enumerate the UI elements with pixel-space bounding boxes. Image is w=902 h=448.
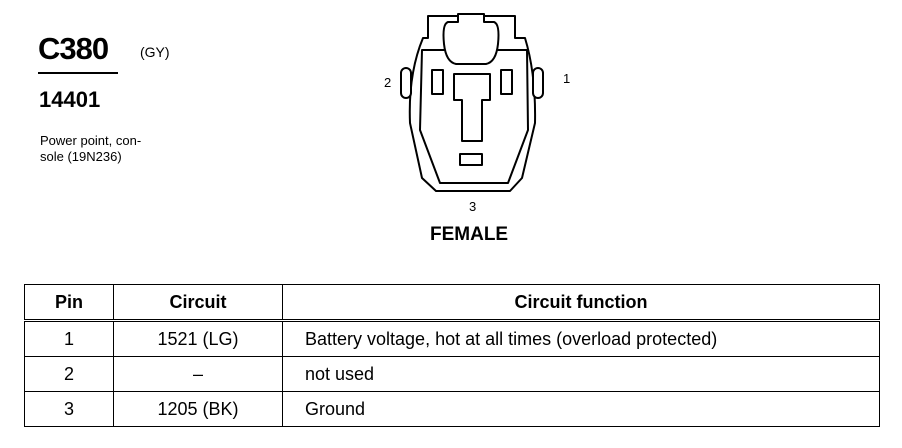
function-cell: Ground — [282, 391, 880, 427]
terminal-cavity-2 — [431, 69, 444, 95]
side-rib-right — [532, 67, 544, 99]
connector-face-diagram: 2 1 3 — [384, 13, 570, 214]
function-cell: Battery voltage, hot at all times (overl… — [282, 320, 880, 357]
terminal-cavity-3 — [453, 73, 491, 142]
header-circuit: Circuit — [113, 284, 283, 322]
circuit-cell: 1521 (LG) — [113, 320, 283, 357]
pin-cell: 2 — [24, 356, 114, 392]
circuit-cell: – — [113, 356, 283, 392]
header-circuit-function: Circuit function — [282, 284, 880, 322]
pin-cell: 1 — [24, 320, 114, 357]
connector-id: C380 — [38, 31, 109, 66]
title-underline — [38, 72, 118, 74]
connector-view-label: FEMALE — [430, 224, 509, 245]
table-header-row: Pin Circuit Circuit function — [24, 284, 880, 322]
pin-label-1: 1 — [563, 71, 570, 86]
pin-cell: 3 — [24, 391, 114, 427]
description-line: Power point, con- — [40, 133, 142, 148]
table-row: 1 1521 (LG) Battery voltage, hot at all … — [24, 320, 880, 357]
polarization-key — [459, 153, 483, 166]
circuit-cell: 1205 (BK) — [113, 391, 283, 427]
description-line: sole (19N236) — [40, 149, 122, 164]
pin-table: Pin Circuit Circuit function 1 1521 (LG)… — [24, 284, 880, 427]
table-row: 3 1205 (BK) Ground — [24, 391, 880, 427]
connector-color-code: (GY) — [140, 44, 170, 60]
header-pin: Pin — [24, 284, 114, 322]
pin-label-3: 3 — [469, 199, 476, 214]
side-rib-left — [400, 67, 412, 99]
pin-label-2: 2 — [384, 75, 391, 90]
terminal-cavity-1 — [500, 69, 513, 95]
connector-description: Power point, con- sole (19N236) — [40, 133, 180, 165]
function-cell: not used — [282, 356, 880, 392]
table-row: 2 – not used — [24, 356, 880, 392]
part-number: 14401 — [39, 87, 101, 112]
latch — [442, 13, 500, 65]
